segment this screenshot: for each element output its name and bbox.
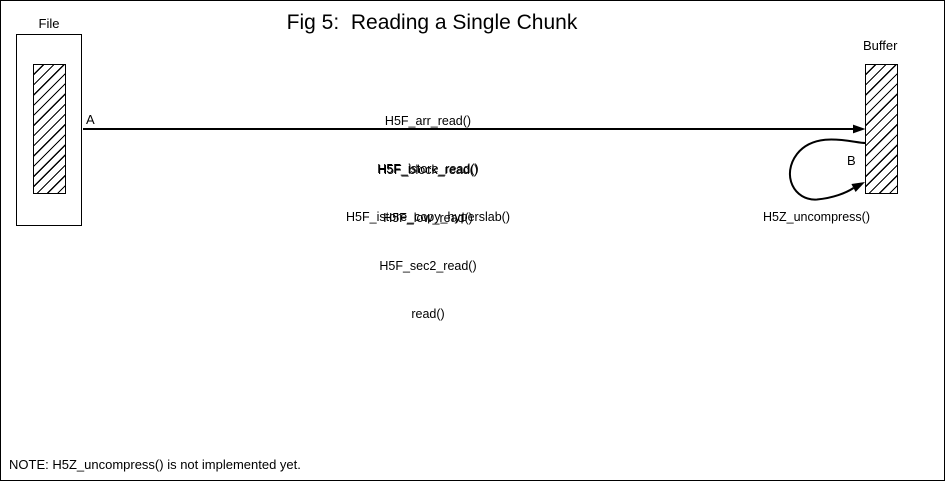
figure-title: Fig 5: Reading a Single Chunk [286,11,578,34]
buffer-hatched-region [865,64,898,194]
call-item: H5F_sec2_read() [379,259,477,273]
uncompress-loop-label: H5Z_uncompress() [763,210,870,224]
call-item: H5F_block_read() [377,163,479,177]
call-stack-above-arrow: H5F_arr_read() H5F_istore_read() H5F_ist… [278,81,578,257]
call-item: H5F_low_read() [383,211,473,225]
arrow-b-uncompress-loop [788,138,866,201]
call-stack-below-arrow: H5F_block_read() H5F_low_read() H5F_sec2… [278,130,578,354]
note-text: NOTE: H5Z_uncompress() is not implemente… [9,457,301,472]
arrow-a-head-icon [853,124,866,134]
file-label: File [38,16,60,31]
endpoint-a-label: A [86,112,95,127]
endpoint-b-label: B [847,153,856,168]
buffer-label: Buffer [863,38,898,53]
call-item: H5F_istore_copy_hyperslab() [346,210,510,224]
call-item: H5F_istore_read() [377,162,479,176]
file-chunk-hatched-region [33,64,66,194]
arrow-b-head-icon [851,182,865,192]
call-item: read() [411,307,445,321]
call-item: H5F_arr_read() [384,114,472,128]
